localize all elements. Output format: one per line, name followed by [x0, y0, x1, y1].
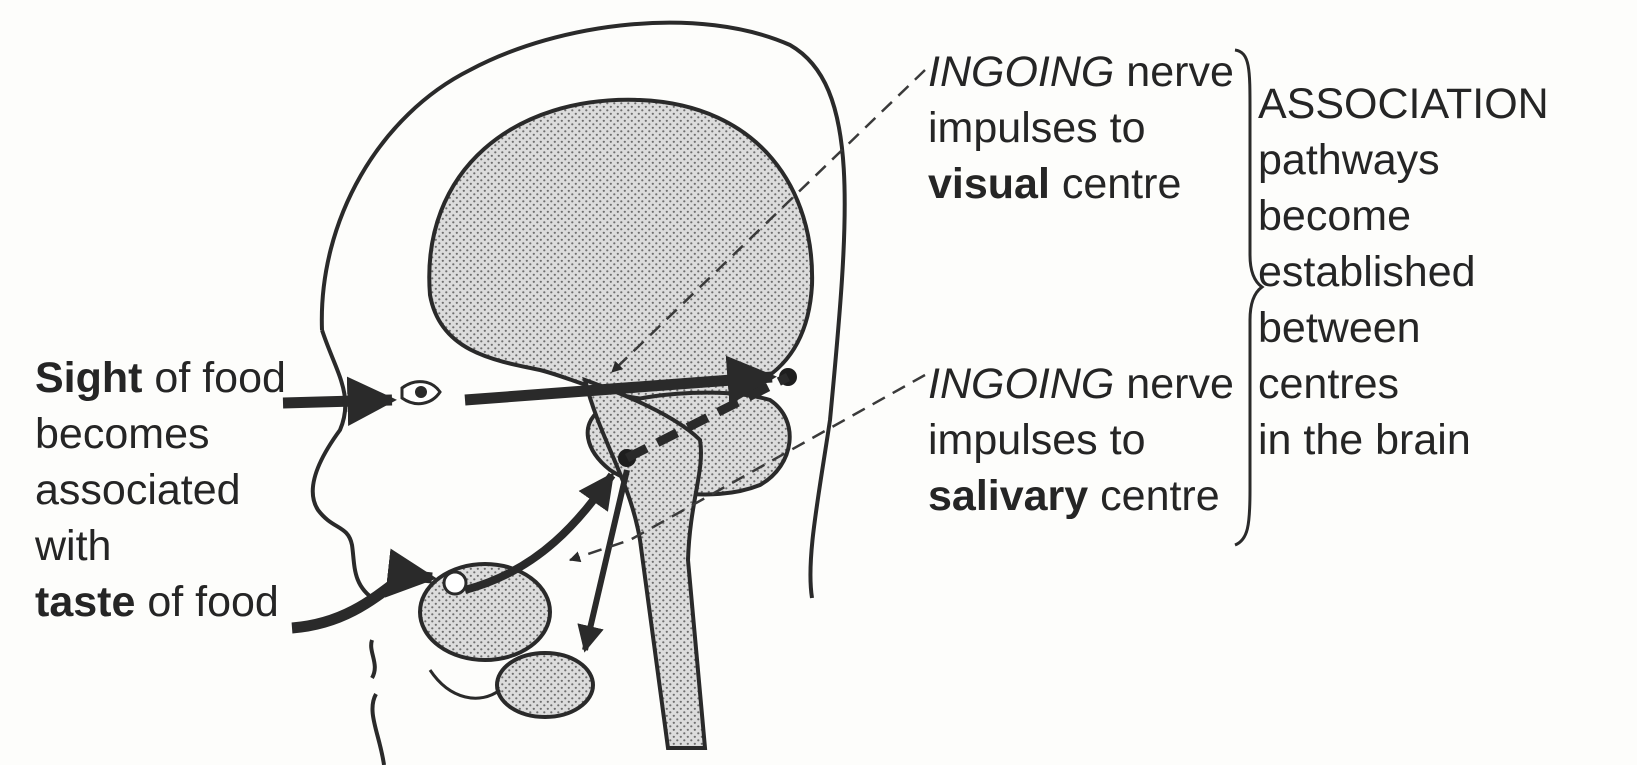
assoc-line-1: ASSOCIATION — [1258, 76, 1549, 132]
cerebrum — [429, 100, 812, 401]
tongue — [420, 564, 550, 660]
face-profile — [313, 330, 375, 600]
taste-input-arrow — [292, 575, 432, 628]
visual-word: visual — [928, 160, 1050, 208]
taste-bud — [444, 572, 466, 594]
visual-line2: impulses to — [928, 100, 1234, 156]
salivary-line3-rest: centre — [1088, 472, 1219, 520]
left-line5-rest: of food — [135, 578, 278, 626]
assoc-line-6: centres — [1258, 356, 1549, 412]
assoc-line-5: between — [1258, 300, 1549, 356]
lips-chin — [371, 640, 384, 765]
association-label: ASSOCIATION pathways become established … — [1258, 76, 1549, 468]
sight-input-arrow — [283, 400, 392, 403]
salivary-line1-rest: nerve — [1114, 360, 1234, 408]
salivary-gland — [497, 653, 593, 717]
salivary-duct — [430, 670, 500, 698]
visual-line3-rest: centre — [1050, 160, 1181, 208]
visual-line1-rest: nerve — [1114, 48, 1234, 96]
assoc-line-3: become — [1258, 188, 1549, 244]
left-line1-rest: of food — [142, 354, 285, 402]
taste-word: taste — [35, 578, 135, 626]
salivary-line2: impulses to — [928, 412, 1234, 468]
salivary-centre-label: INGOING nerve impulses to salivary centr… — [928, 356, 1234, 524]
sight-taste-label: Sight of food becomes associated with ta… — [35, 350, 286, 630]
assoc-line-2: pathways — [1258, 132, 1549, 188]
eye-icon — [402, 382, 440, 404]
left-line2: becomes — [35, 406, 286, 462]
sight-word: Sight — [35, 354, 142, 402]
visual-centre-label: INGOING nerve impulses to visual centre — [928, 44, 1234, 212]
left-line3: associated — [35, 462, 286, 518]
salivary-word: salivary — [928, 472, 1088, 520]
ingoing-word-salivary: INGOING — [928, 360, 1114, 408]
left-line4: with — [35, 518, 286, 574]
ingoing-word-visual: INGOING — [928, 48, 1114, 96]
assoc-line-7: in the brain — [1258, 412, 1549, 468]
assoc-line-4: established — [1258, 244, 1549, 300]
